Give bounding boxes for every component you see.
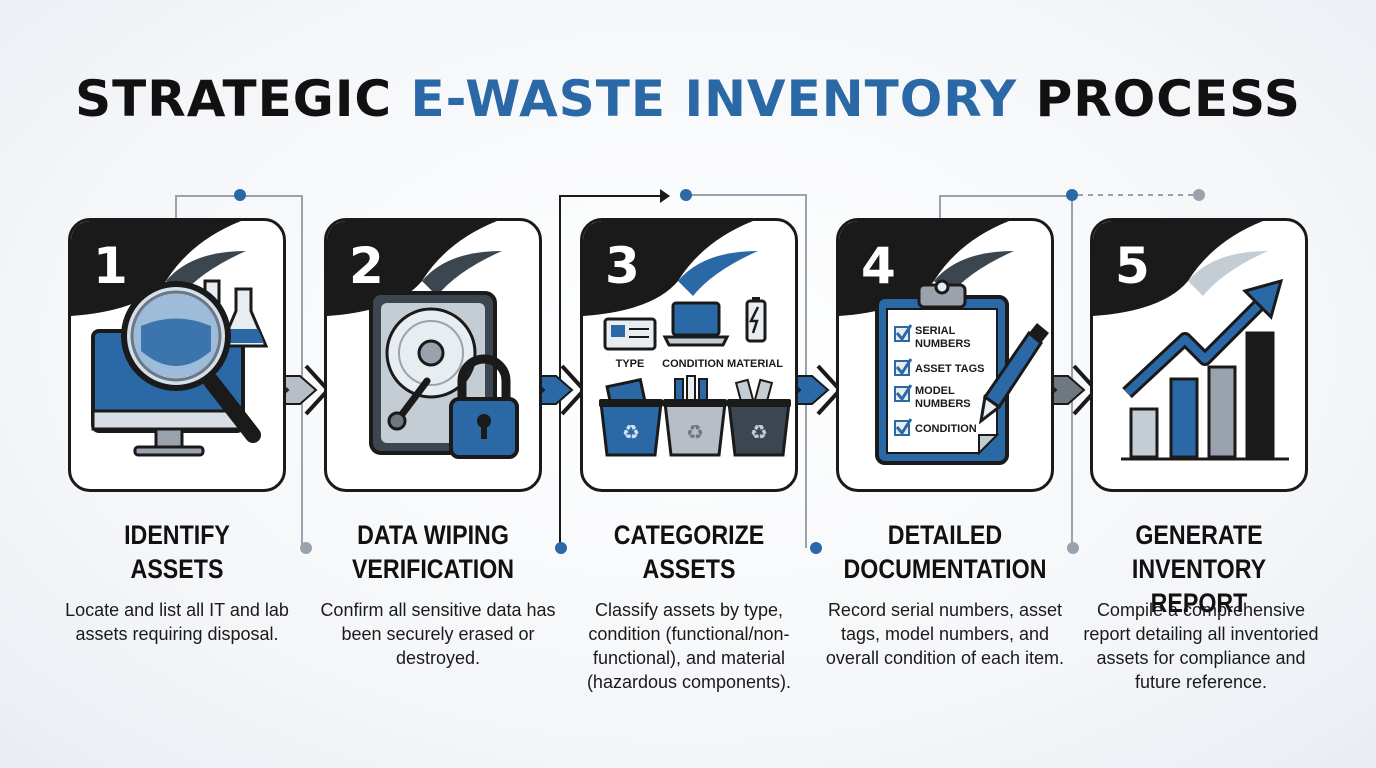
corner-shape	[327, 221, 502, 316]
page-title: STRATEGIC E-WASTE INVENTORY PROCESS	[0, 70, 1376, 128]
connector-2-3	[559, 195, 660, 545]
label-material: MATERIAL	[727, 358, 783, 370]
recycle-bin-icon: ♻	[599, 377, 663, 457]
checklist-serial-1: SERIAL	[915, 325, 956, 337]
pen-icon	[978, 323, 1049, 425]
corner-shape	[1093, 221, 1268, 316]
connector-arrowhead	[660, 189, 670, 203]
checkbox-icon	[894, 326, 910, 436]
step-description-3: Classify assets by type, condition (func…	[586, 600, 792, 692]
step-card-5: 5	[1090, 218, 1308, 492]
connector-dot	[810, 542, 822, 554]
laptop-icon	[662, 301, 730, 347]
step-description-2: Confirm all sensitive data has been secu…	[320, 600, 556, 668]
step-card-3: 3 TYPE CONDITION MATERIAL ♻	[580, 218, 798, 492]
battery-icon	[745, 297, 767, 343]
padlock-icon	[449, 354, 519, 459]
step-card-4: 4 SERIAL NUMBERS ASSET TAGS MODEL NUMBER…	[836, 218, 1054, 492]
step-number: 3	[605, 237, 640, 295]
title-accent: E-WASTE INVENTORY	[410, 70, 1018, 128]
label-type: TYPE	[616, 358, 645, 370]
trend-arrow-icon	[1122, 278, 1284, 399]
step-card-2: 2	[324, 218, 542, 492]
title-part2: PROCESS	[1017, 70, 1301, 128]
connector-dot	[1066, 189, 1078, 201]
connector-dot	[234, 189, 246, 201]
step-description-4: Record serial numbers, asset tags, model…	[825, 600, 1065, 668]
checklist-asset-tags: ASSET TAGS	[915, 363, 984, 375]
magnifying-glass-icon	[121, 281, 261, 443]
bar-chart-icon	[1121, 331, 1289, 461]
svg-text:♻: ♻	[622, 420, 640, 444]
step-number: 2	[349, 237, 384, 295]
step3-illustration: TYPE CONDITION MATERIAL ♻ ♻ ♻	[599, 297, 791, 457]
recycle-bin-icon: ♻	[727, 378, 791, 457]
title-part1: STRATEGIC	[75, 70, 411, 128]
step-description-1: Locate and list all IT and lab assets re…	[65, 600, 289, 644]
step2-illustration	[369, 291, 519, 459]
step5-illustration	[1121, 278, 1289, 461]
step-card-1: 1	[68, 218, 286, 492]
step-number: 1	[93, 237, 128, 295]
connector-dot	[555, 542, 567, 554]
checklist-model-1: MODEL	[915, 385, 955, 397]
connector-dot	[1067, 542, 1079, 554]
id-card-icon	[603, 317, 657, 351]
connector-4-5	[939, 194, 1196, 548]
corner-shape	[583, 221, 758, 316]
step1-illustration	[91, 279, 269, 457]
step4-illustration: SERIAL NUMBERS ASSET TAGS MODEL NUMBERS …	[875, 279, 1049, 465]
checkmarks	[895, 324, 913, 436]
connector-dot	[680, 189, 692, 201]
step-number: 4	[861, 237, 896, 295]
checklist-serial-2: NUMBERS	[915, 338, 971, 350]
step-description-5: Compile a comprehensive report detailing…	[1083, 600, 1319, 692]
checklist-condition: CONDITION	[915, 423, 977, 435]
step-number: 5	[1115, 237, 1150, 295]
connector-dot	[300, 542, 312, 554]
connector-dot	[1193, 189, 1205, 201]
svg-text:♻: ♻	[686, 420, 704, 444]
label-condition: CONDITION	[662, 358, 724, 370]
checklist-model-2: NUMBERS	[915, 398, 971, 410]
svg-text:♻: ♻	[750, 420, 768, 444]
recycle-bin-icon: ♻	[663, 375, 727, 457]
